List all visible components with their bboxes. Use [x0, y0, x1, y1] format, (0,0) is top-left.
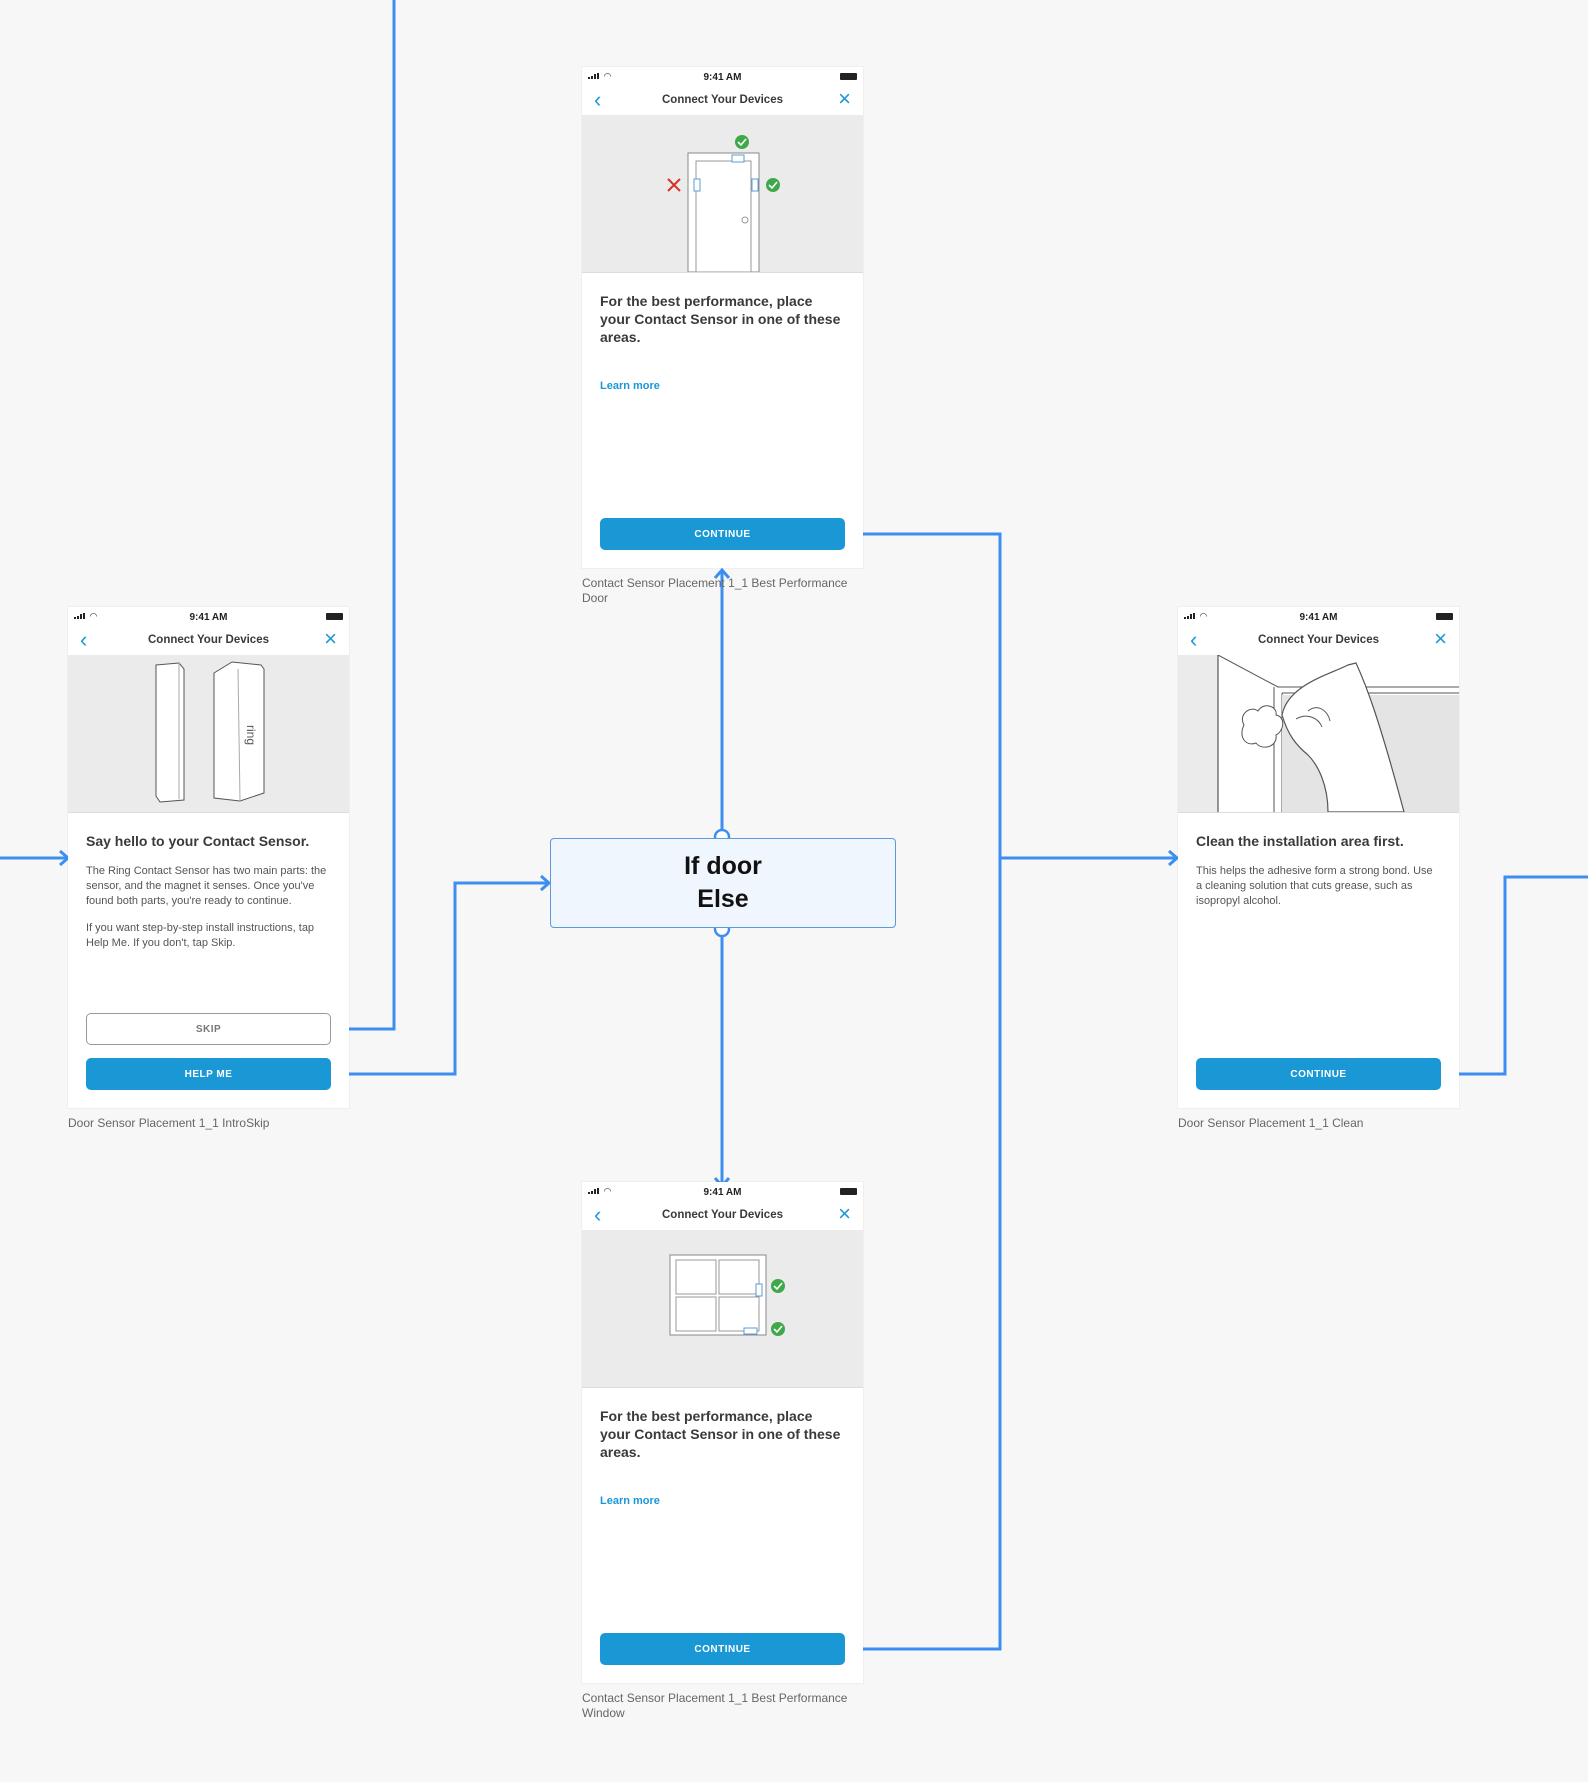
signal-icon	[588, 1188, 600, 1194]
arrowhead	[59, 849, 71, 867]
battery-icon	[326, 613, 343, 620]
chevron-left-icon[interactable]: ‹	[80, 627, 88, 652]
nav-title: Connect Your Devices	[661, 94, 783, 106]
status-bar: ◠ 9:41 AM	[68, 607, 349, 627]
connector-window-continue	[850, 858, 1002, 1651]
battery-icon	[840, 73, 857, 80]
connector-help-me	[338, 881, 548, 1076]
signal-icon	[588, 73, 600, 79]
chevron-left-icon[interactable]: ‹	[594, 87, 602, 112]
decision-else-label: Else	[697, 885, 749, 913]
screen-intro: ◠ 9:41 AM ‹ Connect Your Devices × ring …	[68, 607, 349, 1108]
nav-bar: ‹ Connect Your Devices ×	[68, 627, 349, 655]
window-placement-image	[669, 1254, 785, 1336]
learn-more-link[interactable]: Learn more	[600, 380, 660, 392]
battery-icon	[1436, 613, 1453, 620]
close-icon[interactable]: ×	[838, 1201, 851, 1226]
nav-bar: ‹ Connect Your Devices ×	[582, 87, 863, 115]
arrowhead	[1168, 849, 1180, 867]
continue-button[interactable]: CONTINUE	[1196, 1058, 1441, 1090]
door-placement-image	[667, 135, 780, 272]
hand-cleaning-image	[1217, 655, 1459, 812]
nav-title: Connect Your Devices	[1257, 634, 1379, 646]
decision-node[interactable]: If door Else	[550, 838, 896, 928]
skip-button[interactable]: SKIP	[86, 1013, 331, 1045]
cross-icon	[667, 178, 681, 192]
screen-caption: Door Sensor Placement 1_1 IntroSkip	[68, 1116, 270, 1130]
sensor-illustration: ring	[68, 655, 349, 813]
nav-bar: ‹ Connect Your Devices ×	[582, 1202, 863, 1230]
battery-icon	[840, 1188, 857, 1195]
door-heading: For the best performance, place your Con…	[600, 293, 841, 345]
status-time: 9:41 AM	[1299, 612, 1338, 623]
close-icon[interactable]: ×	[1434, 626, 1447, 651]
status-time: 9:41 AM	[703, 1187, 742, 1198]
intro-heading: Say hello to your Contact Sensor.	[86, 833, 310, 849]
connector-door-continue	[850, 532, 1176, 860]
close-icon[interactable]: ×	[324, 626, 337, 651]
check-icon	[771, 1322, 785, 1336]
sensor-parts-image: ring	[155, 661, 265, 803]
intro-paragraph-1: The Ring Contact Sensor has two main par…	[86, 865, 327, 907]
wifi-icon: ◠	[1200, 611, 1207, 621]
nav-bar: ‹ Connect Your Devices ×	[1178, 627, 1459, 655]
wifi-icon: ◠	[604, 71, 611, 81]
wifi-icon: ◠	[604, 1186, 611, 1196]
clean-paragraph: This helps the adhesive form a strong bo…	[1196, 865, 1433, 907]
decision-if-label: If door	[684, 852, 762, 880]
window-illustration	[582, 1230, 863, 1388]
continue-button[interactable]: CONTINUE	[600, 1633, 845, 1665]
device-brand-text: ring	[244, 725, 258, 745]
screen-clean: ◠ 9:41 AM ‹ Connect Your Devices × Clean…	[1178, 607, 1459, 1108]
learn-more-link[interactable]: Learn more	[600, 1495, 660, 1507]
screen-caption: Contact Sensor Placement 1_1 Best Perfor…	[582, 576, 848, 605]
check-icon	[771, 1279, 785, 1293]
wifi-icon: ◠	[90, 611, 97, 621]
door-illustration	[582, 115, 863, 273]
cleaning-illustration	[1178, 655, 1459, 813]
nav-title: Connect Your Devices	[661, 1209, 783, 1221]
status-time: 9:41 AM	[189, 612, 228, 623]
help-me-button[interactable]: HELP ME	[86, 1058, 331, 1090]
clean-heading: Clean the installation area first.	[1196, 833, 1404, 849]
screen-caption: Door Sensor Placement 1_1 Clean	[1178, 1116, 1364, 1130]
signal-icon	[74, 613, 86, 619]
window-heading: For the best performance, place your Con…	[600, 1408, 841, 1460]
signal-icon	[1184, 613, 1196, 619]
screen-caption: Contact Sensor Placement 1_1 Best Perfor…	[582, 1691, 848, 1720]
check-icon	[735, 135, 749, 149]
status-bar: ◠ 9:41 AM	[582, 1182, 863, 1202]
screen-door: ◠ 9:41 AM ‹ Connect Your Devices × For t…	[582, 67, 863, 568]
close-icon[interactable]: ×	[838, 86, 851, 111]
check-icon	[766, 178, 780, 192]
connector-clean-continue	[1445, 875, 1588, 1076]
nav-title: Connect Your Devices	[147, 634, 269, 646]
status-bar: ◠ 9:41 AM	[582, 67, 863, 87]
continue-button[interactable]: CONTINUE	[600, 518, 845, 550]
arrowhead	[540, 874, 552, 892]
status-bar: ◠ 9:41 AM	[1178, 607, 1459, 627]
intro-paragraph-2: If you want step-by-step install instruc…	[86, 922, 315, 949]
chevron-left-icon[interactable]: ‹	[1190, 627, 1198, 652]
chevron-left-icon[interactable]: ‹	[594, 1202, 602, 1227]
screen-window: ◠ 9:41 AM ‹ Connect Your Devices × For t…	[582, 1182, 863, 1683]
status-time: 9:41 AM	[703, 72, 742, 83]
